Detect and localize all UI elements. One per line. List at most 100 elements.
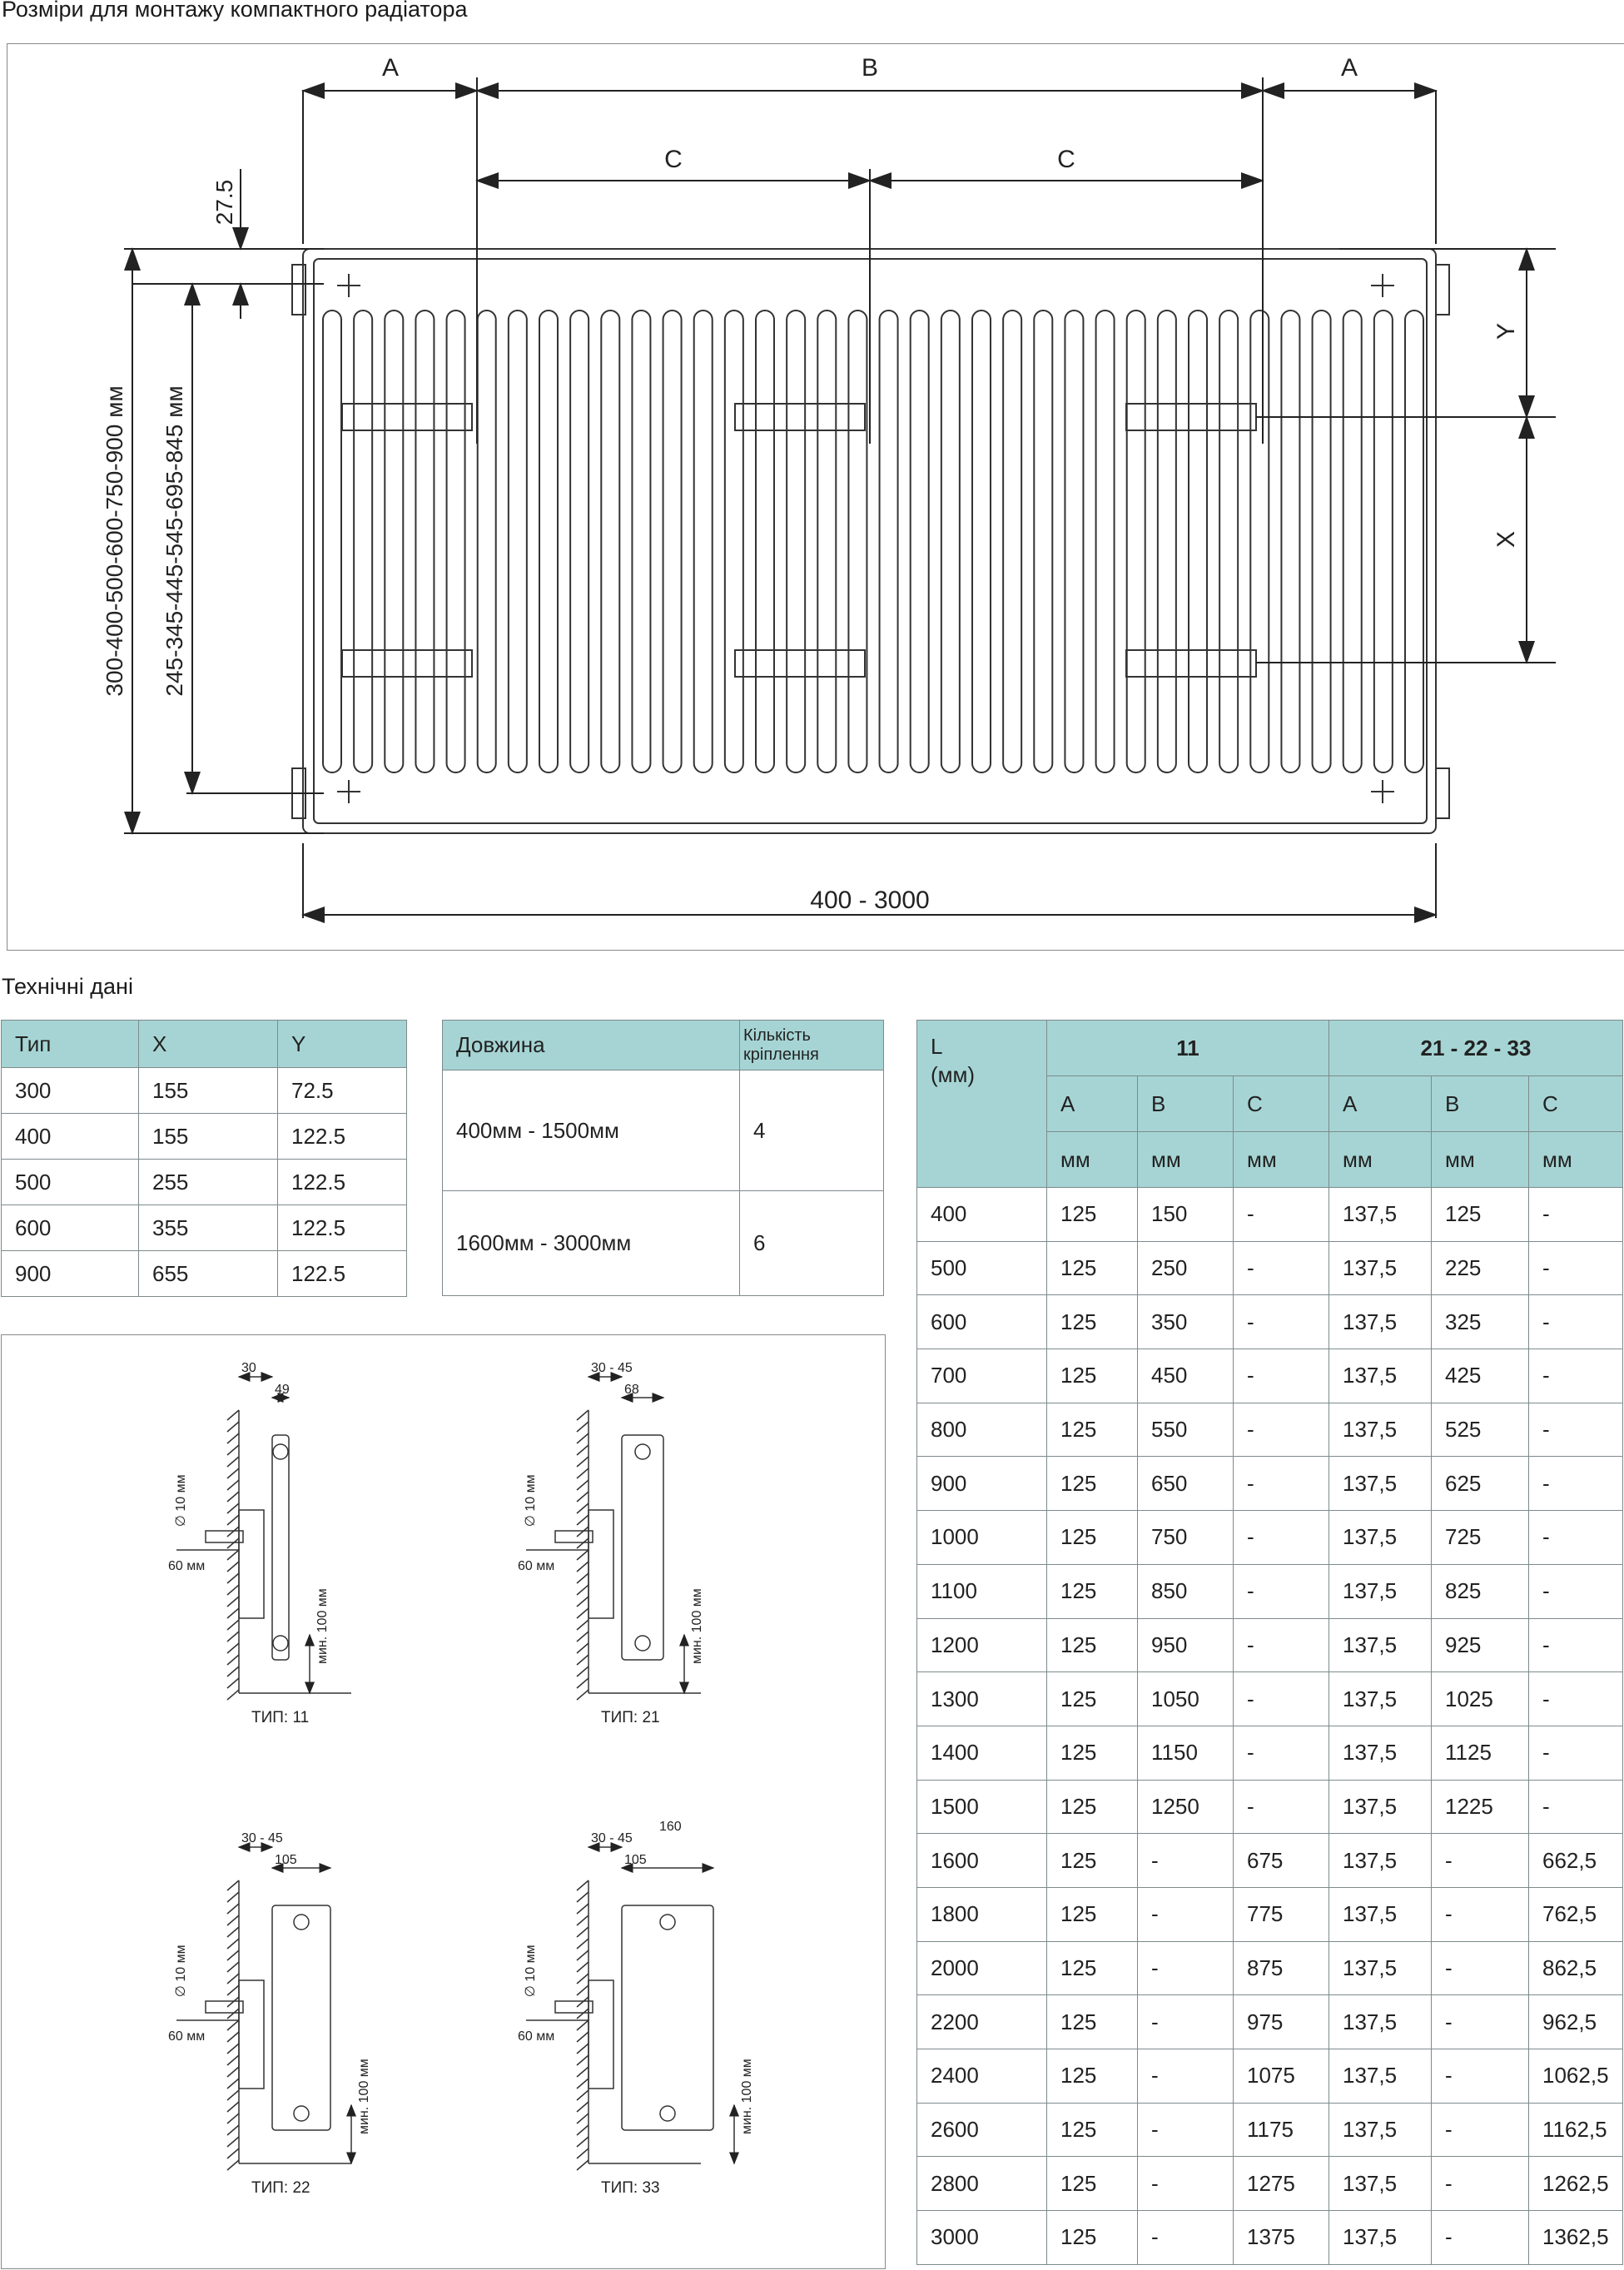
xy-type-cell: 900 — [1, 1250, 139, 1297]
dims-value-cell: 137,5 — [1329, 1940, 1432, 1996]
dims-value-cell: 125 — [1046, 1725, 1138, 1781]
dims-value-cell: 962,5 — [1528, 1994, 1623, 2049]
radiator-fin — [1373, 310, 1393, 773]
dims-value-cell: 425 — [1431, 1349, 1529, 1403]
dims-value-cell: 525 — [1431, 1402, 1529, 1458]
radiator-fin — [1280, 310, 1301, 773]
bracket-header-length: Довжина — [442, 1020, 740, 1070]
dims-value-cell: 250 — [1137, 1240, 1234, 1296]
dims-value-cell: - — [1528, 1240, 1623, 1296]
wall-hatch — [226, 1468, 240, 1479]
wall-hatch — [226, 1631, 240, 1642]
wall-hatch — [576, 1514, 589, 1526]
dim-label-top-offset: 27.5 — [211, 180, 237, 226]
hole-diameter-label: ∅ 10 мм — [174, 1474, 188, 1527]
wall-hatch — [226, 1880, 240, 1891]
radiator-fin — [909, 310, 930, 773]
section-type-label: ТИП: 11 — [251, 1709, 309, 1726]
wall-hatch — [576, 1444, 589, 1456]
bracket-count: 4 — [739, 1070, 884, 1191]
wall-hatch — [226, 1421, 240, 1433]
bracket-count: 6 — [739, 1190, 884, 1296]
dims-value-cell: - — [1233, 1349, 1329, 1403]
dims-value-cell: 137,5 — [1329, 1456, 1432, 1512]
wall-hatch — [576, 1468, 589, 1479]
dims-value-cell: 137,5 — [1329, 2156, 1432, 2212]
tech-data-title: Технічні дані — [2, 974, 133, 999]
dims-value-cell: - — [1528, 1402, 1623, 1458]
dowel — [205, 1530, 244, 1543]
dowel — [205, 2000, 244, 2014]
dims-length-cell: 2800 — [916, 2156, 1047, 2212]
dims-value-cell: 137,5 — [1329, 1725, 1432, 1781]
wall-hatch — [576, 1549, 589, 1561]
dims-value-cell: 125 — [1046, 2049, 1138, 2104]
dims-value-cell: - — [1528, 1510, 1623, 1565]
wall-hatch — [226, 1903, 240, 1915]
radiator-fin — [569, 310, 590, 773]
min-floor-gap-label: мин. 100 мм — [357, 2059, 371, 2134]
wall-hatch — [576, 2113, 589, 2124]
dims-value-cell: - — [1137, 1886, 1234, 1942]
wall-hatch — [226, 1561, 240, 1572]
wall-hatch — [226, 1689, 240, 1701]
wall-hatch — [226, 2078, 240, 2089]
dims-value-cell: 975 — [1233, 1994, 1329, 2049]
dims-length-cell: 500 — [916, 1240, 1047, 1296]
bracket — [341, 403, 473, 431]
radiator-fin — [1219, 310, 1239, 773]
min-floor-gap-label: мин. 100 мм — [690, 1588, 704, 1664]
dowel — [554, 2000, 593, 2014]
dims-length-cell: 2000 — [916, 1940, 1047, 1996]
dims-value-cell: 1150 — [1137, 1725, 1234, 1781]
radiator-front-drawing: A B A C C 400 - 3000 Y X 27.5 300-400-50… — [102, 54, 1556, 923]
bracket-profile — [238, 1509, 265, 1619]
radiator-fin — [476, 310, 497, 773]
wall-hatch — [226, 1503, 240, 1514]
connection-circle — [659, 1914, 676, 1930]
wall-hatch — [576, 1666, 589, 1677]
dims-value-cell: 125 — [1046, 1671, 1138, 1726]
wall-hatch — [226, 1596, 240, 1607]
dims-value-cell: 1250 — [1137, 1779, 1234, 1835]
min-floor-gap-label: мин. 100 мм — [740, 2059, 754, 2134]
dims-value-cell: 125 — [1046, 1940, 1138, 1996]
radiator-fin — [539, 310, 559, 773]
dims-value-cell: - — [1233, 1563, 1329, 1619]
dimensions-table: L (мм) 11 21 - 22 - 33 A B C A B C мм мм… — [916, 1020, 1623, 2265]
wall-hatch — [226, 1479, 240, 1491]
dims-value-cell: 450 — [1137, 1349, 1234, 1403]
wall-hatch — [226, 1619, 240, 1631]
dims-value-cell: 1262,5 — [1528, 2156, 1623, 2212]
dims-sub-a: A — [1046, 1075, 1138, 1132]
xy-type-cell: 500 — [1, 1159, 139, 1205]
xy-x-cell: 355 — [138, 1205, 278, 1251]
drill-depth-label: 60 мм — [168, 1559, 205, 1573]
wall-hatch — [576, 2054, 589, 2066]
dims-value-cell: - — [1431, 1833, 1529, 1888]
dim-label-c-left: C — [664, 146, 683, 173]
wall-hatch — [226, 1961, 240, 1973]
bracket-length: 400мм - 1500мм — [442, 1070, 740, 1191]
wall-hatch — [226, 2124, 240, 2136]
dim-wall-gap: 30 - 45 — [241, 1831, 283, 1845]
dims-value-cell: 1162,5 — [1528, 2102, 1623, 2158]
wall-hatch — [576, 1584, 589, 1596]
connection-circle — [634, 1635, 651, 1652]
wall-hatch — [576, 1915, 589, 1926]
wall-hatch — [226, 1526, 240, 1537]
dims-value-cell: 1050 — [1137, 1671, 1234, 1726]
dim-total: 160 — [659, 1820, 682, 1834]
dims-unit: мм — [1329, 1131, 1432, 1188]
wall-hatch — [576, 1973, 589, 1984]
dims-value-cell: - — [1137, 2049, 1234, 2104]
